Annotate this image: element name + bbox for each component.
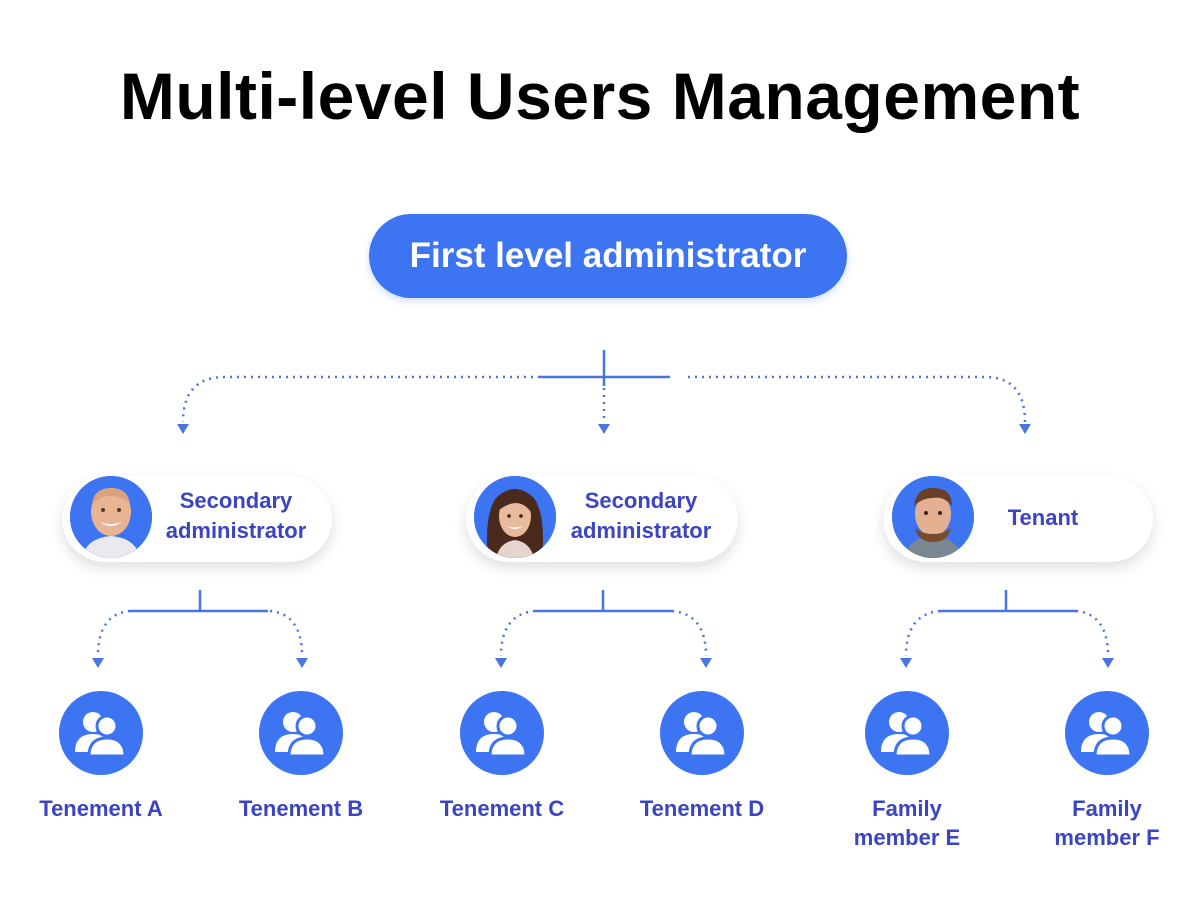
label-line: Tenement D — [639, 796, 765, 821]
tenement-b-user-group-icon — [259, 691, 343, 775]
arrow-right — [1019, 424, 1031, 434]
tenement-d-label: Tenement D — [602, 794, 802, 823]
tenement-b-label: Tenement B — [201, 794, 401, 823]
label-line: member F — [1054, 825, 1160, 850]
label-line: Tenant — [1007, 505, 1079, 530]
tenement-a-user-group-icon — [59, 691, 143, 775]
tenant-label: Tenant — [985, 503, 1101, 533]
secondary-administrator-label-2: Secondary administrator — [560, 486, 722, 546]
label-line: Tenement C — [439, 796, 565, 821]
label-line: Secondary — [179, 488, 293, 513]
family-member-e-user-group-icon — [865, 691, 949, 775]
label-line: member E — [853, 825, 961, 850]
root-label: First level administrator — [409, 236, 807, 275]
label-line: Family — [872, 796, 942, 821]
connector-left — [181, 375, 540, 423]
first-level-administrator-node: First level administrator — [369, 214, 847, 298]
label-line: administrator — [165, 518, 307, 543]
tenement-a-label: Tenement A — [1, 794, 201, 823]
tenement-c-label: Tenement C — [402, 794, 602, 823]
label-line: Family — [1072, 796, 1142, 821]
tenement-d-user-group-icon — [660, 691, 744, 775]
family-member-f-label: Family member F — [1007, 794, 1200, 852]
older-man-avatar — [70, 476, 152, 558]
secondary-administrator-label-1: Secondary administrator — [155, 486, 317, 546]
family-member-f-user-group-icon — [1065, 691, 1149, 775]
arrow-middle — [598, 424, 610, 434]
arrow-left — [177, 424, 189, 434]
tenement-c-user-group-icon — [460, 691, 544, 775]
diagram-title: Multi-level Users Management — [119, 59, 1081, 133]
bearded-man-avatar — [892, 476, 974, 558]
family-member-e-label: Family member E — [807, 794, 1007, 852]
label-line: Tenement B — [238, 796, 364, 821]
woman-avatar — [474, 476, 556, 558]
connector-right — [688, 375, 1027, 423]
label-line: Secondary — [584, 488, 698, 513]
label-line: administrator — [570, 518, 712, 543]
label-line: Tenement A — [39, 796, 163, 821]
